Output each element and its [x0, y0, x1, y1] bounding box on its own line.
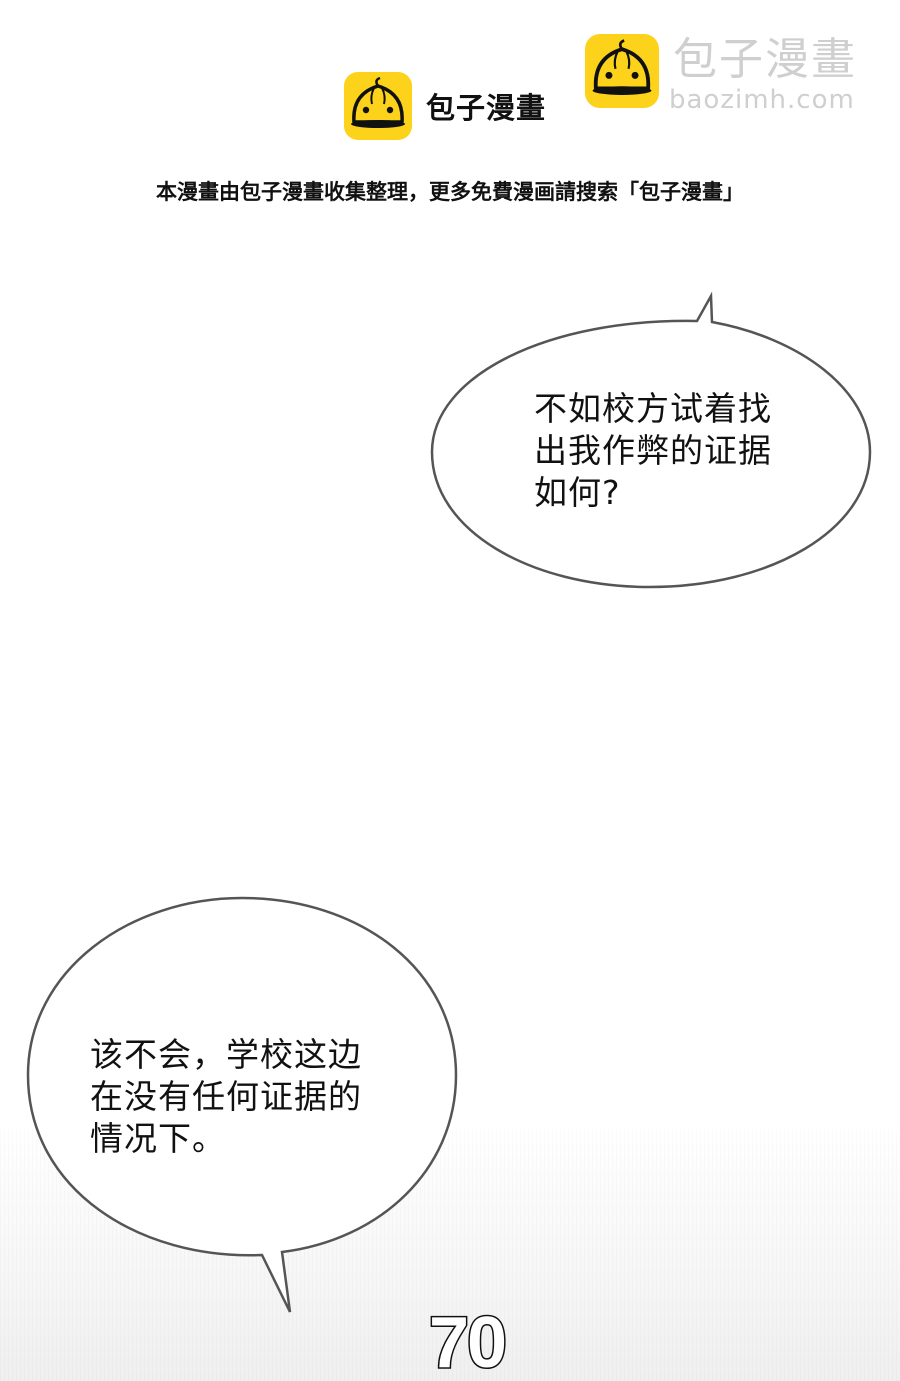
brand-name: 包子漫畫 [426, 91, 547, 125]
speech-bubble-2-outline [26, 896, 458, 1313]
speech-bubble-1-outline [430, 291, 872, 589]
watermark-name: 包子漫畫 [673, 34, 857, 85]
watermark-url: baozimh.com [669, 85, 855, 115]
bun-mascot-icon [585, 34, 659, 108]
source-notice: 本漫畫由包子漫畫收集整理，更多免費漫画請搜索「包子漫畫」 [156, 180, 744, 204]
page-number-text: 70 [429, 1305, 505, 1375]
watermark-logo: 包子漫畫 baozimh.com [585, 34, 857, 114]
bun-mascot-icon [344, 72, 412, 140]
brand-logo: 包子漫畫 [344, 72, 546, 140]
speech-bubble-1-text: 不如校方试着找 出我作弊的证据 如何? [534, 389, 772, 512]
page-number: 70 [427, 1305, 508, 1375]
speech-bubble-2-text: 该不会，学校这边 在没有任何证据的 情况下。 [90, 1035, 362, 1158]
